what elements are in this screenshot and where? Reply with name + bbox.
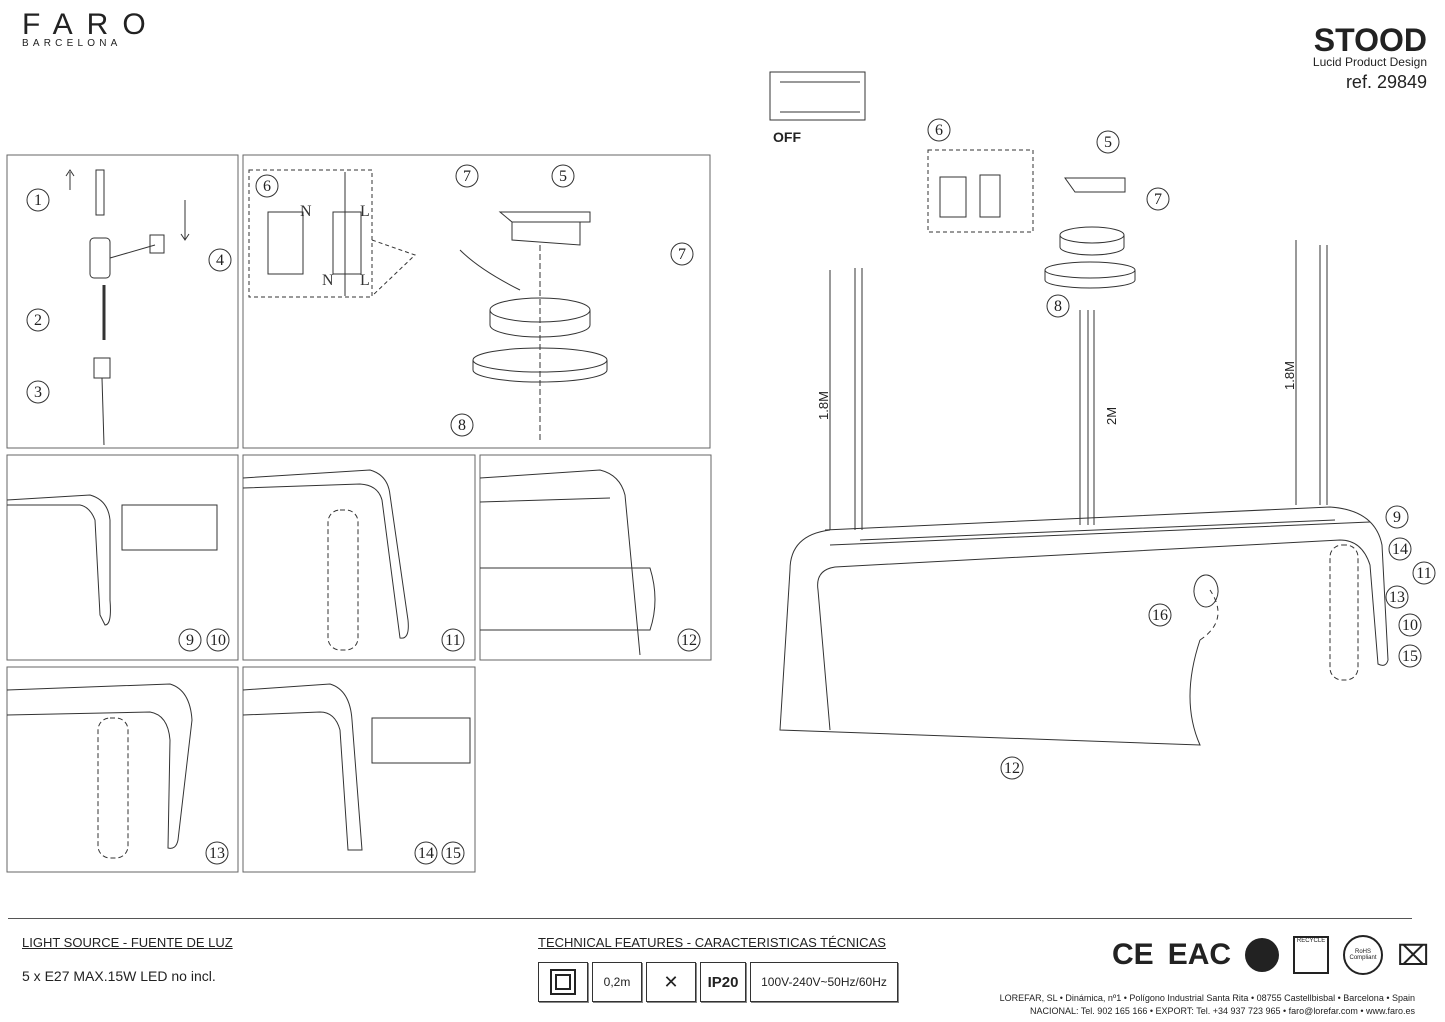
class-ii-icon — [538, 962, 588, 1002]
dimension-right: 1.8M — [1282, 361, 1297, 390]
step-circle — [1148, 603, 1172, 627]
step-circle — [178, 628, 202, 652]
step-circle — [1146, 187, 1170, 211]
product-name: STOOD — [1313, 22, 1427, 58]
step-circle — [1398, 613, 1422, 637]
step-circle — [26, 380, 50, 404]
step-circle — [26, 188, 50, 212]
step-circle — [1385, 585, 1409, 609]
step-number: 7 — [1154, 191, 1162, 208]
label-l: L — [360, 203, 370, 220]
technical-features: 0,2m ✕ IP20 100V-240V~50Hz/60Hz — [538, 962, 898, 1002]
step-number: 5 — [1104, 134, 1112, 151]
step-number: 6 — [263, 178, 271, 195]
step-number: 7 — [463, 168, 471, 185]
step-circle — [441, 841, 465, 865]
step-number: 10 — [1402, 617, 1418, 634]
dimension-center: 2M — [1104, 407, 1119, 425]
step-number: 2 — [34, 312, 42, 329]
designer: Lucid Product Design — [1312, 55, 1427, 69]
step-circle — [450, 413, 474, 437]
assembly-drawings: N L N L OFF 1.8M 2M 1 — [6, 71, 1436, 873]
light-source-heading: LIGHT SOURCE - FUENTE DE LUZ — [22, 935, 233, 950]
step-circle — [1388, 537, 1412, 561]
panel-frames — [6, 154, 712, 873]
certifications: CE EAC RECYCLE RoHS Compliant ⌧ — [1112, 935, 1429, 975]
step-number: 13 — [209, 845, 225, 862]
panel-2-canopy — [248, 169, 608, 440]
step-circle — [441, 628, 465, 652]
step-number: 3 — [34, 384, 42, 401]
dimension-left: 1.8M — [816, 391, 831, 420]
step-circle — [551, 164, 575, 188]
step-number: 13 — [1389, 589, 1405, 606]
step-number: 12 — [1004, 760, 1020, 777]
label-l: L — [360, 272, 370, 289]
no-cover-insulation-icon: ✕ — [646, 962, 696, 1002]
distance-icon: 0,2m — [592, 962, 642, 1002]
step-circle — [208, 248, 232, 272]
step-circle — [206, 628, 230, 652]
footer-divider — [8, 918, 1412, 919]
step-circle — [927, 118, 951, 142]
step-number: 8 — [458, 417, 466, 434]
step-circle — [1000, 756, 1024, 780]
step-circle — [414, 841, 438, 865]
step-number: 15 — [1402, 648, 1418, 665]
step-circle — [1385, 505, 1409, 529]
step-circle — [26, 308, 50, 332]
panel-1-hardware — [65, 169, 190, 446]
step-number: 4 — [216, 252, 224, 269]
step-number: 8 — [1054, 298, 1062, 315]
weee-bin-icon: ⌧ — [1397, 939, 1430, 971]
step-number: 5 — [559, 168, 567, 185]
step-circle — [205, 841, 229, 865]
product-ref: ref. 29849 — [1345, 72, 1427, 92]
main-fixture-drawing — [779, 149, 1389, 746]
step-circle — [1046, 294, 1070, 318]
step-number: 14 — [418, 845, 434, 862]
step-number: 9 — [186, 632, 194, 649]
recycle-icon: RECYCLE — [1293, 936, 1330, 974]
eac-mark: EAC — [1167, 938, 1232, 971]
off-label: OFF — [773, 129, 801, 145]
step-circle — [1096, 130, 1120, 154]
green-dot-icon — [1245, 938, 1280, 972]
step-number: 15 — [445, 845, 461, 862]
step-number: 6 — [935, 122, 943, 139]
step-number: 7 — [678, 246, 686, 263]
step-number: 11 — [445, 632, 460, 649]
voltage: 100V-240V~50Hz/60Hz — [750, 962, 898, 1002]
step-number: 1 — [34, 192, 42, 209]
step-circle — [677, 628, 701, 652]
label-n: N — [322, 272, 334, 289]
company-address: LOREFAR, SL • Dinámica, nº1 • Polígono I… — [999, 993, 1415, 1016]
step-number: 11 — [1416, 565, 1431, 582]
technical-heading: TECHNICAL FEATURES - CARACTERISTICAS TÉC… — [538, 935, 886, 950]
step-circle — [1398, 644, 1422, 668]
ce-mark: CE — [1112, 938, 1154, 971]
step-number: 12 — [681, 632, 697, 649]
shade-detail-panels — [6, 469, 656, 859]
rohs-icon: RoHS Compliant — [1343, 935, 1384, 975]
step-circle — [670, 242, 694, 266]
step-circle — [1412, 561, 1436, 585]
step-number: 16 — [1152, 607, 1168, 624]
label-n: N — [300, 203, 312, 220]
step-number: 14 — [1392, 541, 1408, 558]
breaker-switch-icon — [769, 71, 866, 121]
ip-rating: IP20 — [700, 962, 746, 1002]
light-source-value: 5 x E27 MAX.15W LED no incl. — [22, 968, 216, 984]
step-number: 9 — [1393, 509, 1401, 526]
faro-logo: FARO BARCELONA — [22, 8, 160, 49]
step-number: 10 — [210, 632, 226, 649]
step-circle — [455, 164, 479, 188]
step-circle — [255, 174, 279, 198]
